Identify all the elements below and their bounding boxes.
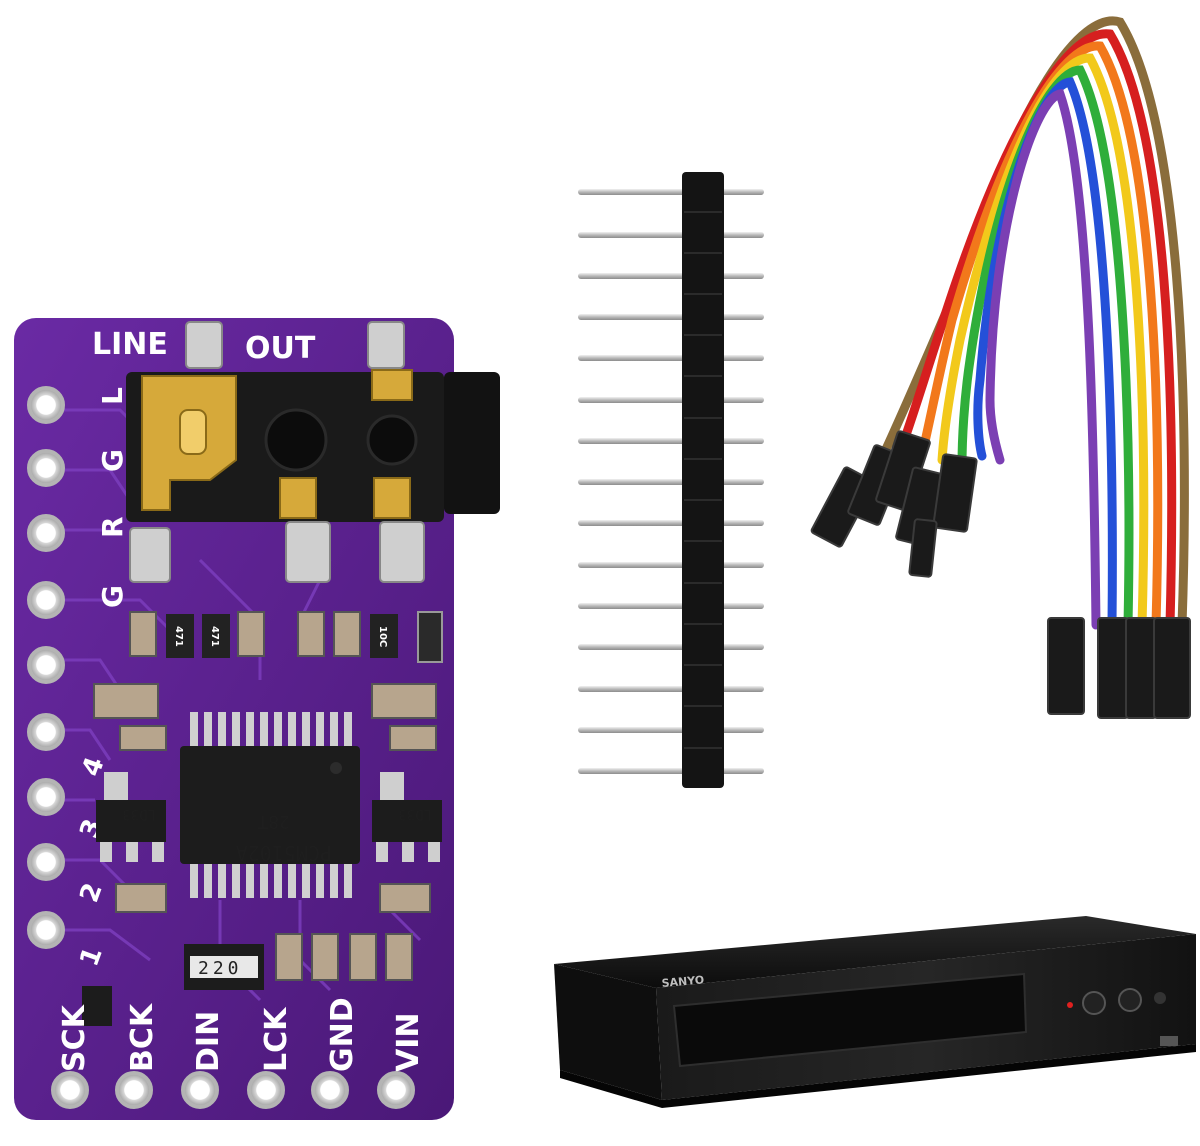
jack-label-l: L [96, 387, 129, 405]
pin-label-bck: BCK [125, 1002, 160, 1072]
smd-components-top: 471 471 10C [129, 611, 443, 663]
smd-code-3: 10C [377, 626, 388, 647]
smd-code-1: 471 [173, 626, 184, 647]
jack-label-g2: G [96, 585, 129, 608]
smd-code-2: 471 [209, 626, 220, 647]
pin-label-vin: VIN [391, 1013, 426, 1073]
pin-header-strip [578, 172, 764, 788]
regulator-mark-right: LD33 [398, 806, 432, 822]
jumper-connectors-right [1047, 617, 1191, 719]
jumper-connectors-left [810, 430, 978, 578]
pcm5102a-dac-board: LINE OUT L G R G [14, 318, 500, 1120]
pin-label-sck: SCK [57, 1003, 92, 1072]
media-player: SANYO [554, 916, 1196, 1108]
brand-logo: SANYO [661, 973, 705, 990]
jack-label-g1: G [96, 449, 129, 472]
voltage-regulator-left: LD33 [96, 772, 166, 862]
out-label: OUT [245, 331, 316, 366]
pin-label-gnd: GND [325, 997, 360, 1072]
regulator-mark-left: LD33 [122, 806, 156, 822]
pin-label-din: DIN [191, 1011, 226, 1072]
chip-marking-model: PCM5102A [236, 841, 332, 865]
resistor-array: 220 [184, 944, 264, 990]
pin-label-lck: LCK [259, 1006, 294, 1072]
dupont-jumper-cable [875, 16, 1189, 630]
left-pin-column [27, 386, 65, 949]
voltage-regulator-right: LD33 [372, 772, 442, 862]
resistor-array-code: 220 [198, 958, 243, 979]
audio-jack [126, 369, 500, 522]
line-label: LINE [92, 327, 168, 362]
jack-label-r: R [96, 516, 129, 538]
pcm5102a-chip: PCM5102A 28T [180, 712, 360, 898]
bottom-pin-row [51, 1071, 415, 1109]
chip-marking-code: 28T [257, 811, 290, 832]
